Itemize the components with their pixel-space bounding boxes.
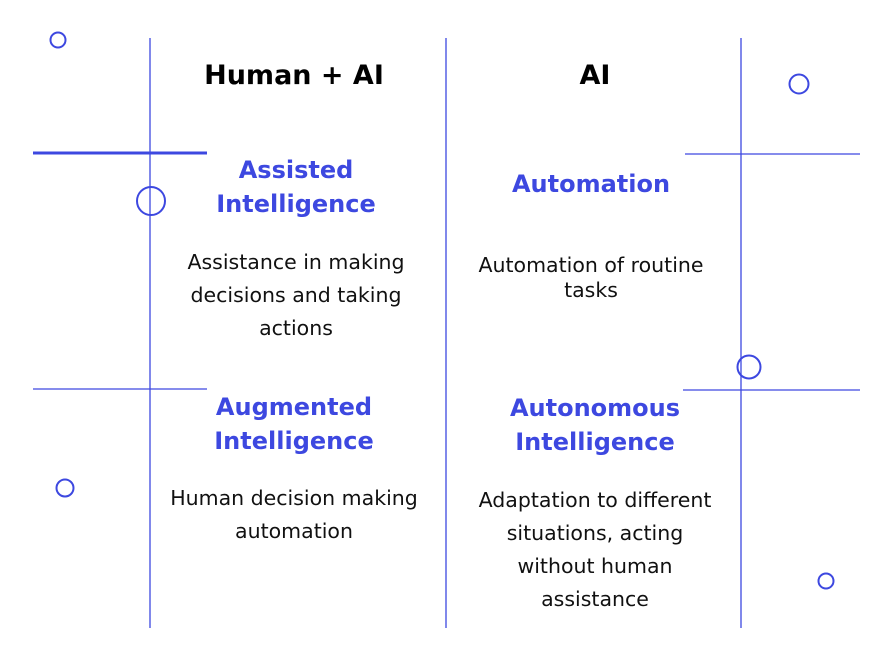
title-line: Intelligence [216,190,376,218]
cell-title-augmented: Augmented Intelligence [214,390,374,458]
desc-line: tasks [564,278,618,302]
column-header-ai: AI [579,60,611,91]
title-line: Automation [511,170,671,198]
desc-line: Automation of routine [478,253,704,277]
circle-decoration [817,572,835,590]
title-line: Autonomous [509,394,681,422]
cell-desc-assisted: Assistance in making decisions and takin… [187,246,404,345]
title-line: Assisted [238,156,354,184]
circle-decoration [49,31,67,49]
circle-decoration [788,73,810,95]
title-line: Intelligence [515,428,675,456]
desc-line: without human [517,554,673,578]
desc-line: assistance [541,587,649,611]
desc-line: actions [259,316,333,340]
desc-line: Human decision making [170,486,418,510]
circle-decoration [136,186,166,216]
desc-line: situations, acting [506,521,684,545]
cell-desc-autonomous: Adaptation to different situations, acti… [479,484,712,616]
desc-line: decisions and taking [190,283,402,307]
cell-title-assisted: Assisted Intelligence [216,153,376,221]
circle-decoration [55,478,75,498]
cell-title-autonomous: Autonomous Intelligence [510,391,680,459]
circle-decoration [736,354,762,380]
column-header-human-ai: Human + AI [204,60,384,91]
cell-title-automation: Automation [512,167,670,201]
title-line: Intelligence [214,427,374,455]
cell-desc-automation: Automation of routine tasks [478,253,703,303]
cell-desc-augmented: Human decision making automation [170,482,418,548]
title-line: Augmented [215,393,373,421]
desc-line: automation [235,519,353,543]
desc-line: Adaptation to different [478,488,712,512]
desc-line: Assistance in making [187,250,405,274]
